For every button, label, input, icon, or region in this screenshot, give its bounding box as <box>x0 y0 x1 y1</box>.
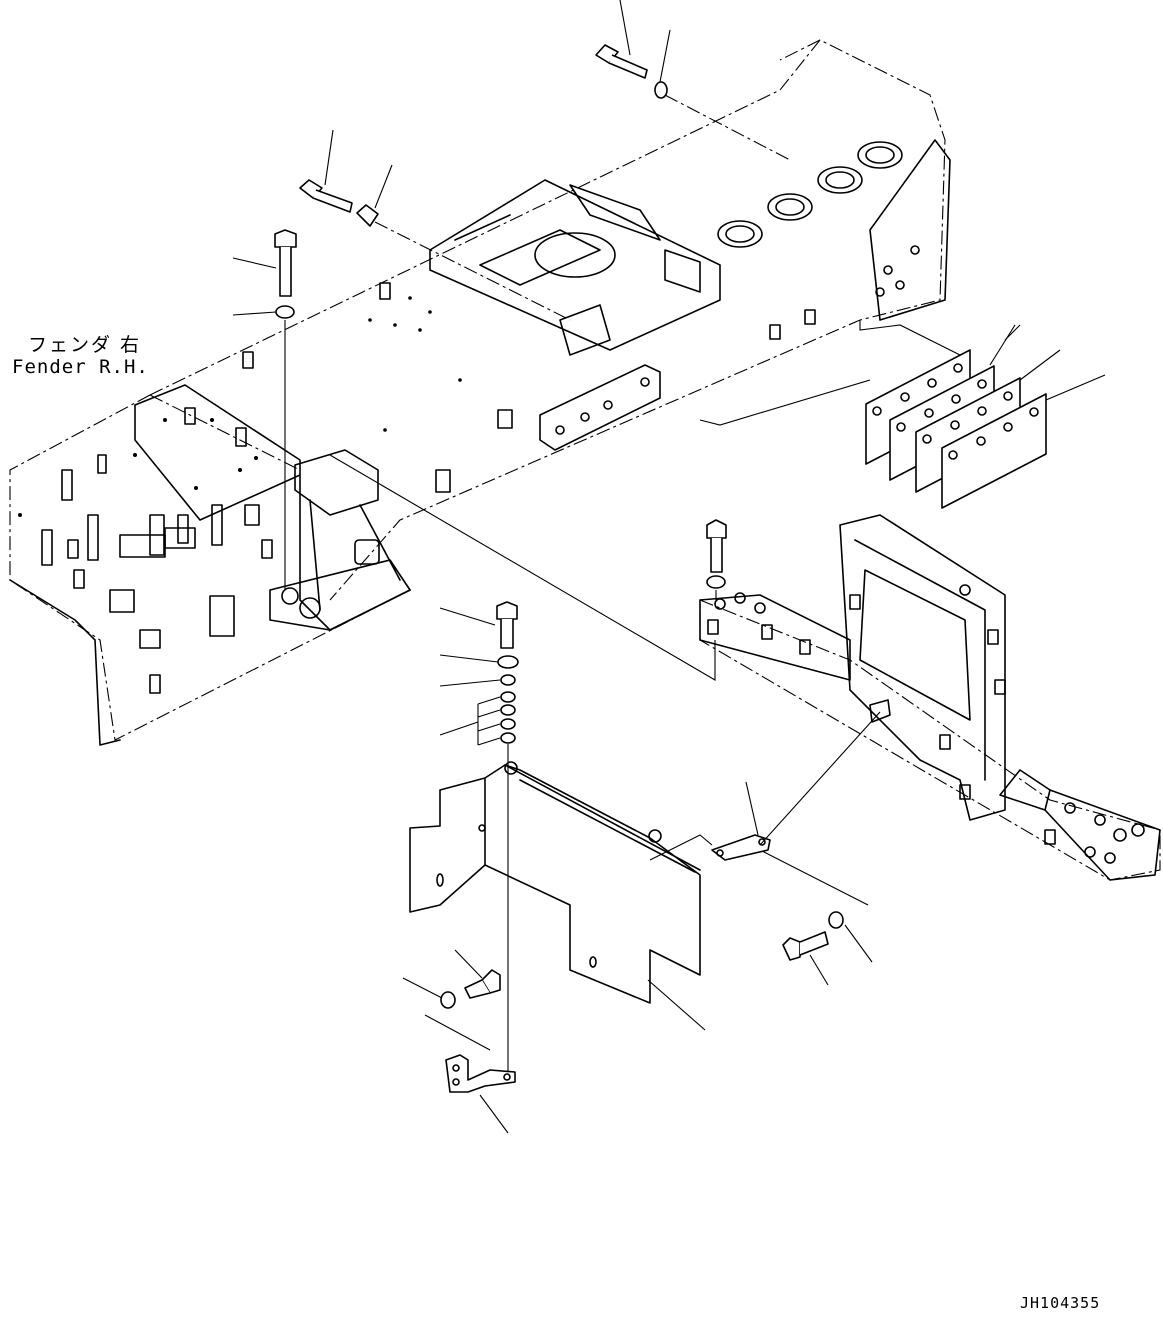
washer-icon <box>497 655 519 669</box>
washer-icon <box>500 718 516 730</box>
bolt-icon <box>595 44 648 79</box>
washer-icon <box>440 991 456 1009</box>
washer-icon <box>654 81 668 99</box>
right-side-frame <box>699 514 1161 881</box>
bolt-icon <box>464 969 501 999</box>
title-japanese: フェンダ 右 <box>28 334 142 356</box>
shim-plates <box>699 320 1106 509</box>
left-frame-section <box>9 384 411 746</box>
washer-icon <box>828 911 844 929</box>
washer-icon <box>500 704 516 716</box>
washer-icon <box>500 732 516 744</box>
washer-icon <box>500 674 516 686</box>
bolt-icon <box>274 229 297 297</box>
washer-icon <box>500 691 516 703</box>
fasteners <box>232 0 873 1075</box>
washer-icon <box>275 305 295 319</box>
brackets <box>445 781 771 1134</box>
shim-plate-icon <box>941 393 1047 509</box>
document-id: JH104355 <box>1020 1294 1101 1312</box>
bolt-icon <box>782 931 829 961</box>
bolt-icon <box>706 519 727 573</box>
main-frame <box>149 39 951 601</box>
title-english: Fender R.H. <box>12 356 149 378</box>
washer-icon <box>706 575 726 589</box>
bolt-icon <box>496 601 518 649</box>
bracket-icon <box>445 1054 516 1093</box>
washer-icon <box>356 204 379 227</box>
bracket-icon <box>711 834 771 861</box>
bolt-icon <box>299 179 353 213</box>
centre-lines <box>329 454 881 861</box>
fender-plate <box>409 761 706 1031</box>
